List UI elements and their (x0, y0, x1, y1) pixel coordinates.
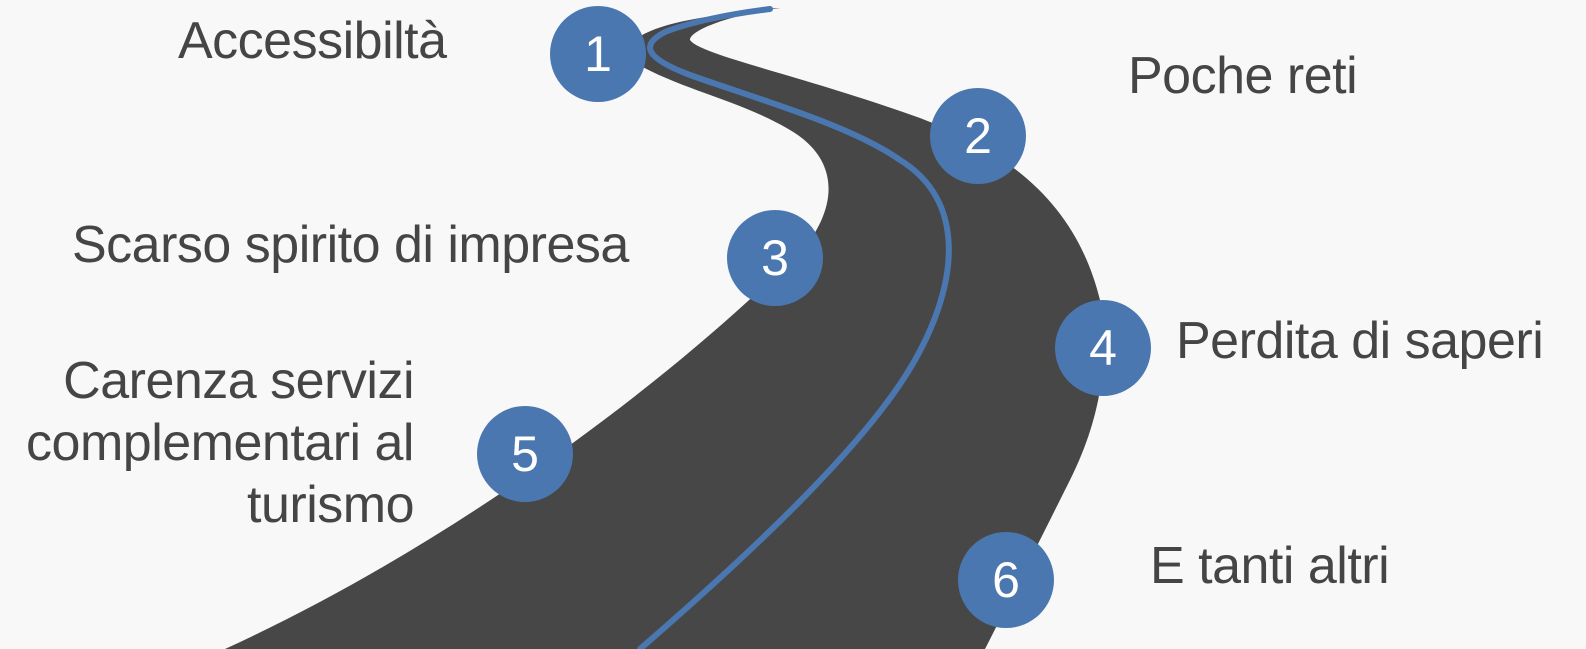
milestone-label-2: Poche reti (1128, 45, 1357, 107)
milestone-label-3: Scarso spirito di impresa (72, 214, 629, 276)
milestone-marker-4: 4 (1055, 300, 1151, 396)
milestone-marker-2: 2 (930, 88, 1026, 184)
milestone-label-5-line-2: complementari al (14, 412, 414, 474)
milestone-label-1: Accessibiltà (178, 10, 447, 72)
milestone-marker-3: 3 (727, 210, 823, 306)
milestone-label-5: Carenza servizi complementari al turismo (14, 350, 414, 536)
milestone-label-4: Perdita di saperi (1176, 310, 1543, 372)
milestone-marker-6: 6 (958, 532, 1054, 628)
milestone-marker-5: 5 (477, 406, 573, 502)
milestone-label-6: E tanti altri (1150, 535, 1389, 597)
milestone-marker-1: 1 (550, 6, 646, 102)
milestone-label-5-line-1: Carenza servizi (14, 350, 414, 412)
milestone-label-5-line-3: turismo (14, 474, 414, 536)
